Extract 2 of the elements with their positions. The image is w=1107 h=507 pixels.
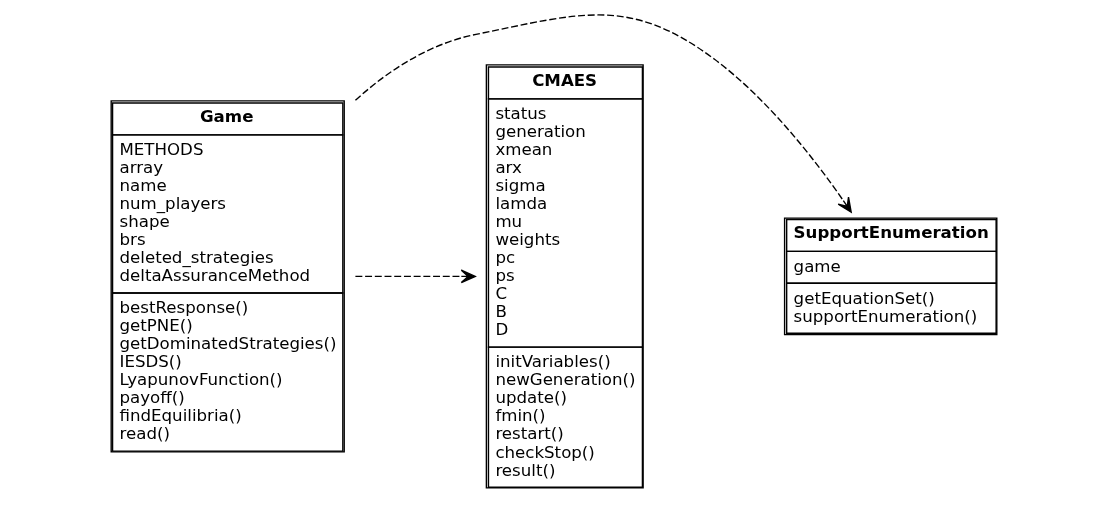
arrow xyxy=(354,268,476,283)
arrow xyxy=(354,13,852,213)
